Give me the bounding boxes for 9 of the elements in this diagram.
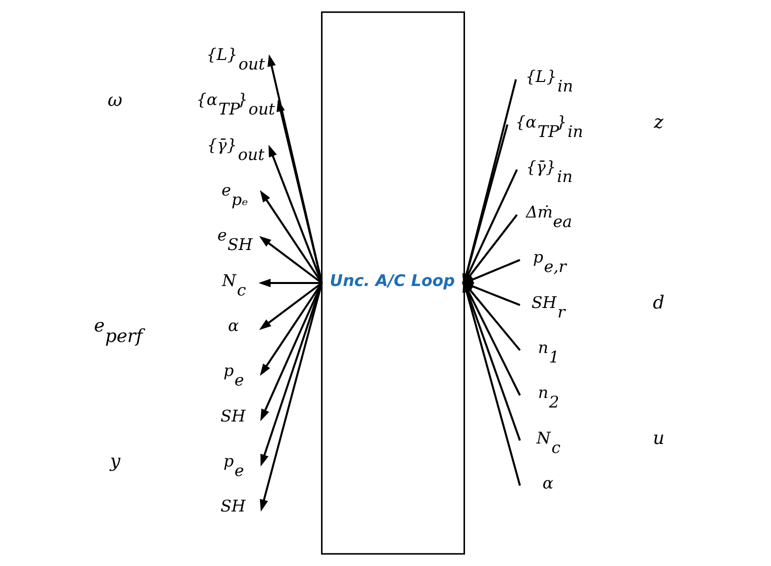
label: d [652, 292, 664, 314]
node-text: SH [220, 496, 245, 516]
label: z [653, 112, 663, 133]
node-text: α [542, 473, 553, 492]
node-text: SH [220, 406, 245, 426]
label: y [110, 451, 120, 472]
node-text: α [227, 316, 238, 335]
label: ω [107, 90, 122, 111]
label: u [652, 428, 664, 449]
